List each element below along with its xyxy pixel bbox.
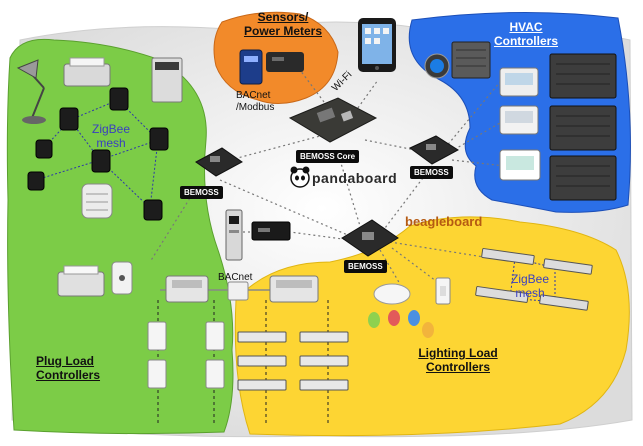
mesh-link [149, 139, 159, 209]
wall-outlets [147, 321, 225, 389]
printer-device-top [63, 57, 111, 87]
plug-zigbee-line1: ZigBee [91, 122, 131, 136]
mesh-link [514, 257, 556, 269]
space-heater-device [81, 183, 113, 219]
hue-bridge-device [373, 283, 411, 305]
link-right-hvac3 [451, 159, 506, 167]
bacnet-modbus-line1: BACnet [236, 90, 271, 101]
mesh-link [35, 159, 101, 181]
wall-switch-device [435, 277, 451, 305]
plug-zigbee-mesh-label: ZigBee mesh [86, 122, 136, 150]
plug-title-line1: Plug Load [36, 354, 94, 368]
link-bottom-gateway [289, 231, 351, 241]
left-bemoss-board [195, 147, 243, 177]
bemoss-bottom-tag: BEMOSS [344, 260, 387, 273]
bemoss-core-tag: BEMOSS Core [296, 150, 360, 163]
pandaboard-label: pandaboard [312, 170, 398, 186]
copier-device [151, 57, 183, 103]
hvac-zone-title: HVAC Controllers [470, 20, 582, 48]
mesh-link [99, 159, 151, 209]
plug-sensor-nodes [27, 87, 169, 221]
gateway-module-device [251, 221, 291, 241]
panda-logo [290, 166, 310, 188]
desk-lamp-device [16, 59, 46, 124]
tablet-device [358, 18, 396, 72]
lighting-zigbee-line2: mesh [515, 286, 545, 300]
link-right-hvac1 [444, 81, 501, 149]
lighting-load-controller [269, 275, 319, 303]
lighting-zigbee-mesh-label: ZigBee mesh [505, 272, 555, 300]
bacnet-label: BACnet [218, 272, 253, 283]
pandaboard-core-board [288, 97, 378, 143]
zigbee-light-fixtures [475, 248, 593, 311]
sensors-zone-title: Sensors/ Power Meters [236, 10, 330, 38]
link-bottom-zigbee [389, 241, 491, 259]
link-core-tablet [354, 79, 379, 113]
hvac-title-line2: Controllers [493, 34, 558, 48]
bacnet-modbus-line2: /Modbus [236, 102, 275, 113]
hvac-unit-3 [549, 155, 617, 201]
link-bottom-lights [379, 249, 401, 285]
sensors-title-line2: Power Meters [243, 24, 323, 38]
link-left-core [229, 135, 321, 161]
bacnet-router-device [225, 209, 243, 261]
beagleboard-label: beagleboard [405, 214, 483, 229]
printer-device-bottom [57, 265, 105, 297]
hvac-thermostat-1 [499, 67, 539, 97]
lighting-zigbee-line1: ZigBee [510, 272, 550, 286]
beagleboard-bemoss-board [341, 219, 399, 257]
link-left-plug [149, 189, 196, 263]
plug-load-zone [6, 38, 234, 435]
sensors-title-line1: Sensors/ [257, 10, 309, 24]
smart-plug-device [111, 261, 133, 295]
plug-title-line2: Controllers [36, 368, 101, 382]
bemoss-left-tag: BEMOSS [180, 186, 223, 199]
link-right-hvac2 [449, 119, 506, 153]
plug-zigbee-line2: mesh [96, 136, 126, 150]
hvac-thermostat-3 [499, 149, 541, 181]
link-left-bottom [219, 179, 351, 237]
power-meter-device [239, 49, 304, 85]
hue-bulbs [368, 310, 434, 338]
bemoss-right-tag: BEMOSS [410, 166, 453, 179]
backbone-links [149, 69, 506, 285]
lighting-title-line2: Controllers [425, 360, 490, 374]
right-bemoss-board [409, 135, 459, 165]
plug-load-controller [165, 275, 209, 303]
hvac-unit-2 [549, 105, 617, 151]
link-core-bottom [339, 159, 361, 227]
link-core-sensors [299, 69, 331, 111]
ballast-fixtures [237, 331, 349, 391]
bacnet-small-module [227, 281, 249, 301]
bacnet-modbus-label: BACnet /Modbus [236, 90, 274, 114]
lighting-title-line1: Lighting Load [418, 346, 498, 360]
lighting-zone-title: Lighting Load Controllers [408, 346, 508, 374]
hvac-unit-small [451, 41, 491, 79]
link-bottom-switch [391, 247, 441, 285]
hvac-thermostat-2 [499, 105, 539, 135]
nest-thermostat [424, 53, 450, 79]
plug-load-zone-title: Plug Load Controllers [36, 354, 126, 382]
hvac-unit-1 [549, 53, 617, 99]
hvac-title-line1: HVAC [509, 20, 543, 34]
